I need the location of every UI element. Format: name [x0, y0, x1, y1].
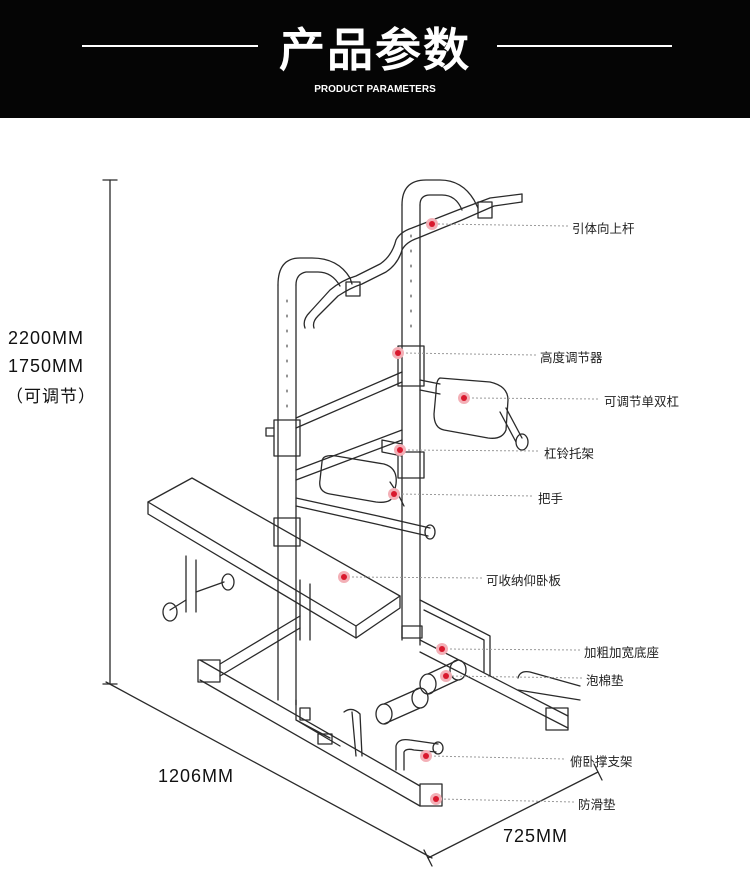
callout-foam-pad: 泡棉垫 [586, 673, 624, 688]
callout-anti-slip-pad: 防滑垫 [578, 797, 616, 812]
leader-line-5 [397, 493, 535, 497]
marker-9 [420, 750, 432, 762]
height-min-label: 1750MM [8, 356, 85, 376]
width-dimension-tick-right [593, 763, 603, 781]
marker-10 [430, 793, 442, 805]
callout-markers [338, 218, 470, 805]
callout-push-up-stand: 俯卧撑支架 [570, 754, 633, 769]
page-title: 产品参数 [279, 23, 471, 77]
leader-line-3 [467, 397, 601, 400]
marker-5 [388, 488, 400, 500]
marker-2 [392, 347, 404, 359]
header-rule-right [497, 45, 672, 47]
header-rule-left [82, 45, 258, 47]
callout-height-adjuster: 高度调节器 [540, 350, 603, 365]
leader-line-1 [437, 223, 569, 227]
marker-3 [458, 392, 470, 404]
callout-barbell-holder: 杠铃托架 [544, 446, 595, 461]
marker-8 [440, 670, 452, 682]
width-label: 725MM [503, 826, 569, 846]
callout-storable-bench: 可收纳仰卧板 [486, 573, 562, 588]
leader-line-2 [401, 352, 537, 356]
leader-line-9 [429, 755, 567, 760]
callout-leaders [347, 223, 601, 803]
length-dimension-line [105, 681, 433, 859]
tower-frame [265, 179, 529, 706]
leader-line-10 [439, 798, 575, 803]
callout-dip-bars: 可调节单双杠 [604, 394, 680, 409]
sit-up-bench [147, 477, 401, 641]
marker-1 [426, 218, 438, 230]
length-label: 1206MM [158, 766, 235, 786]
marker-6 [338, 571, 350, 583]
header-banner: 产品参数 PRODUCT PARAMETERS [0, 0, 750, 118]
marker-4 [394, 444, 406, 456]
page-subtitle: PRODUCT PARAMETERS [314, 84, 436, 95]
width-dimension-tick-left [423, 849, 433, 867]
leader-line-4 [403, 449, 541, 452]
callout-handle: 把手 [538, 491, 564, 506]
width-dimension-line [427, 771, 599, 859]
marker-7 [436, 643, 448, 655]
leader-line-7 [445, 648, 581, 651]
height-max-label: 2200MM [8, 328, 85, 348]
callout-reinforced-base: 加粗加宽底座 [584, 645, 660, 660]
height-adjustable-note: （可调节） [6, 387, 96, 407]
base-frame [197, 599, 581, 807]
callout-pull-up-bar: 引体向上杆 [572, 221, 635, 236]
